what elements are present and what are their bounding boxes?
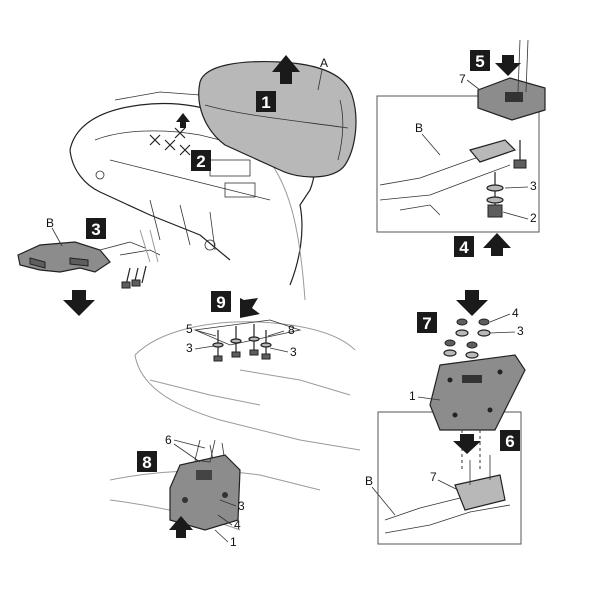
bolts-group [121,265,147,289]
bracket-plate-shape [169,454,241,531]
step-label-8: 8 [137,451,157,472]
callout-2-topright: 2 [530,211,537,225]
callout-B-br: B [365,474,373,488]
svg-text:7: 7 [422,314,431,333]
svg-text:3: 3 [91,220,100,239]
topcase-plate-shape [429,354,526,431]
panel-top-mounting: 9 5 8 3 3 [134,291,361,451]
seat-shape [198,61,357,178]
step-label-5: 5 [470,50,490,71]
arrow-diagonal-icon [240,298,260,318]
arrow-up-icon [272,55,300,84]
arrow-up-icon [483,233,511,256]
arrow-down-icon [63,290,95,316]
panel-bracket-detail: 5 4 7 B 3 2 [376,39,546,257]
arrow-up-small-icon [176,113,190,128]
svg-text:2: 2 [196,152,205,171]
svg-text:4: 4 [459,238,469,257]
rack-B-shape [17,241,111,273]
svg-text:5: 5 [475,52,484,71]
callout-4-bl: 4 [234,518,241,532]
callout-4-br: 4 [512,306,519,320]
panel-bracket-install: 8 6 3 4 1 [109,433,321,549]
nuts-washers [443,318,491,359]
callout-3-bl: 3 [238,499,245,513]
callout-B-topright: B [415,121,423,135]
arrow-down-icon [453,434,481,454]
panel-topcase-plate: 7 6 4 3 1 7 B [365,290,526,545]
callout-1-br: 1 [409,389,416,403]
arrow-down-icon [456,290,488,316]
arrow-down-icon [495,55,521,76]
callout-A: A [320,56,328,70]
callout-6-bl: 6 [165,433,172,447]
callout-3-br: 3 [517,324,524,338]
step-label-9: 9 [211,291,231,312]
callout-3a-mid: 3 [186,341,193,355]
callout-3-topright: 3 [530,179,537,193]
step-label-6: 6 [500,430,520,451]
callout-B-left: B [46,216,54,230]
svg-text:1: 1 [261,93,270,112]
arrow-up-icon [169,516,193,538]
callout-7-topright: 7 [459,72,466,86]
callout-1-bl: 1 [230,535,237,549]
panel-seat-removal: 1 2 A [69,55,357,301]
step-label-4: 4 [454,236,474,257]
mount-bolts [212,324,272,362]
callout-8-mid: 8 [288,323,295,337]
step-label-3: 3 [86,218,106,239]
panel-rack-removal: 3 B [17,216,161,316]
svg-text:6: 6 [505,432,514,451]
callout-7-br: 7 [430,470,437,484]
svg-text:8: 8 [142,453,151,472]
step-label-1: 1 [256,91,276,112]
screw-marks [149,127,191,156]
svg-text:9: 9 [216,293,225,312]
callout-5-mid: 5 [186,322,193,336]
step-label-2: 2 [191,150,211,171]
step-label-7: 7 [417,312,437,333]
callout-3b-mid: 3 [290,345,297,359]
